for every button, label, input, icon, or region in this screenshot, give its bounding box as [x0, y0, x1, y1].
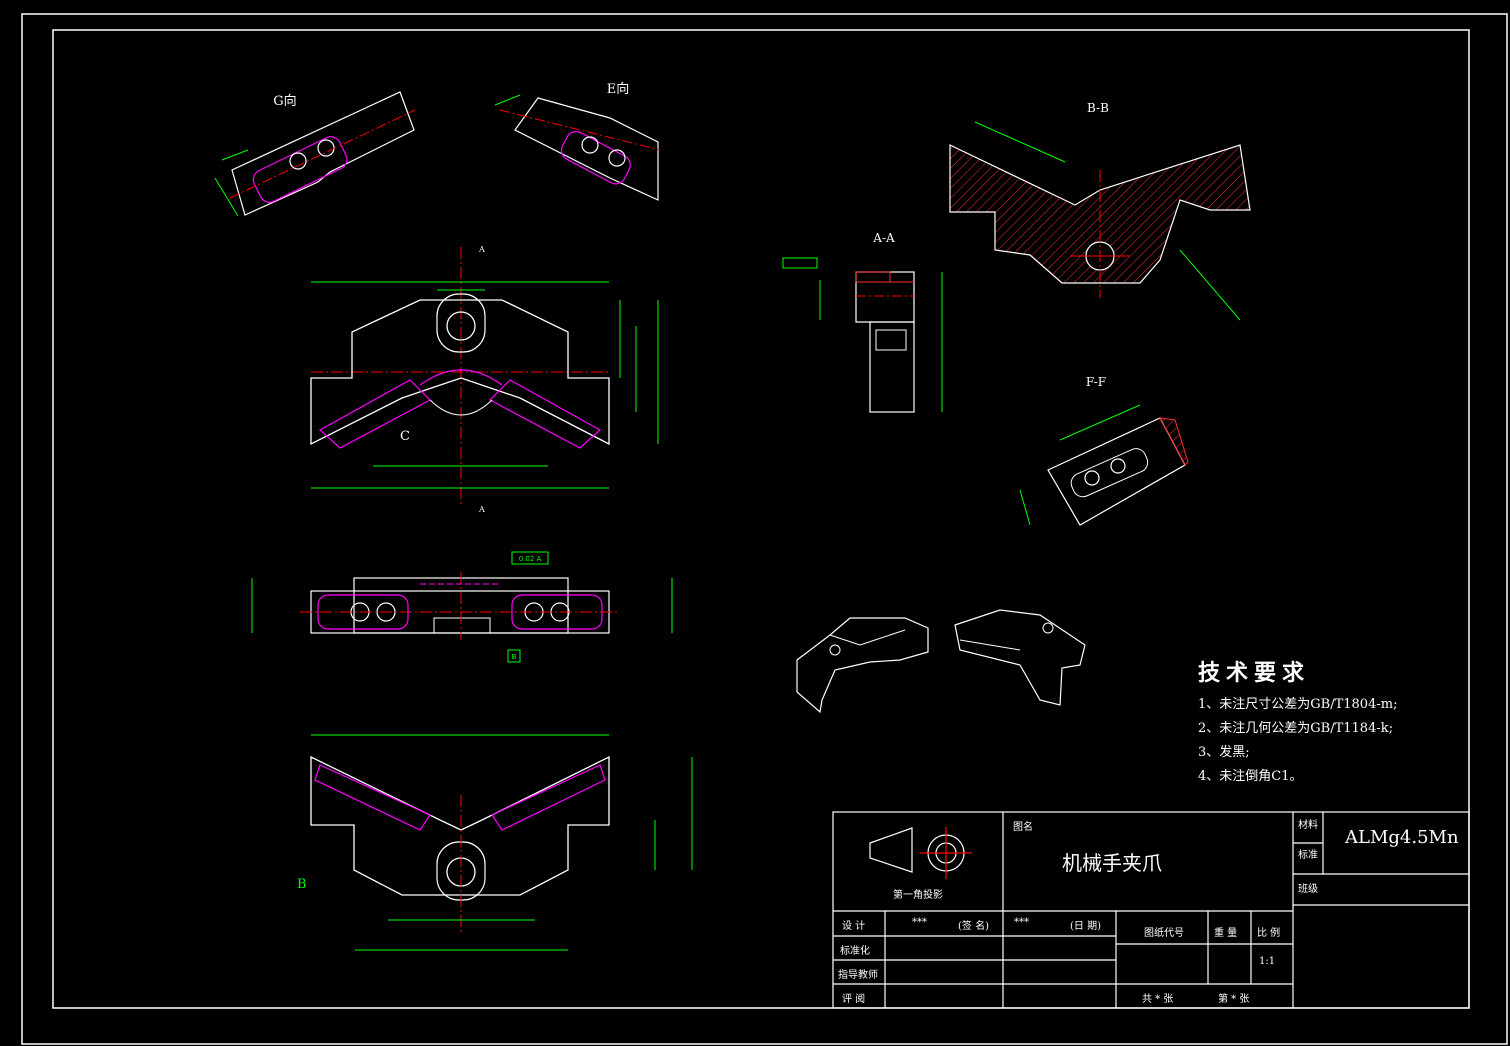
date-value: ***: [1014, 917, 1029, 928]
standardization-label: 标准化: [840, 946, 870, 957]
direction-c-mark: C: [400, 429, 410, 444]
g-view: G向: [214, 91, 416, 217]
e-view: E向: [494, 81, 661, 201]
drawing-code-label: 图纸代号: [1144, 928, 1184, 939]
technical-requirements: 技术要求 1、未注尺寸公差为GB/T1804-m; 2、未注几何公差为GB/T1…: [1198, 655, 1397, 784]
isometric-views: [796, 609, 1086, 714]
drawing-name-label: 图名: [1013, 822, 1033, 833]
main-view: A A C: [310, 245, 659, 514]
instructor-label: 指导教师: [838, 970, 878, 981]
projection-label: 第一角投影: [893, 890, 943, 901]
svg-text:A: A: [478, 245, 485, 254]
weight-label: 重 量: [1214, 928, 1238, 939]
tech-requirement-1: 1、未注尺寸公差为GB/T1804-m;: [1198, 697, 1398, 712]
drawing-frame: [52, 29, 1470, 1009]
scale-value: 1:1: [1259, 956, 1276, 967]
svg-text:A: A: [478, 505, 485, 514]
standard-label: 标准: [1298, 850, 1318, 861]
date-label: (日 期): [1070, 921, 1101, 932]
class-label: 班级: [1298, 884, 1318, 895]
signature-label: (签 名): [958, 921, 989, 932]
tech-requirement-4: 4、未注倒角C1。: [1198, 769, 1303, 784]
sheet-border: [21, 13, 1508, 1045]
tech-requirement-2: 2、未注几何公差为GB/T1184-k;: [1198, 721, 1393, 736]
bottom-view: B: [297, 734, 693, 951]
material-value: ALMg4.5Mn: [1345, 827, 1459, 848]
g-view-label: G向: [273, 93, 296, 109]
ff-section: F-F: [1019, 375, 1189, 526]
design-label: 设 计: [842, 921, 866, 932]
tolerance-frame: 0.02 A: [519, 555, 542, 563]
drawing-name: 机械手夹爪: [1062, 851, 1162, 875]
e-view-label: E向: [607, 81, 630, 97]
ff-section-label: F-F: [1086, 375, 1106, 389]
top-view: 0.02 A B: [251, 551, 673, 663]
bb-section: B-B: [949, 101, 1251, 321]
designer-value: ***: [912, 917, 927, 928]
sheet-number: 第 * 张: [1218, 994, 1250, 1005]
direction-b-mark: B: [297, 877, 307, 892]
aa-section: A-A: [782, 231, 943, 413]
review-label: 评 阅: [842, 994, 866, 1005]
material-label: 材料: [1298, 820, 1318, 831]
aa-section-label: A-A: [872, 231, 895, 245]
sheet-total: 共 * 张: [1142, 994, 1174, 1005]
bb-section-label: B-B: [1087, 101, 1109, 115]
tech-requirement-3: 3、发黑;: [1198, 745, 1250, 760]
scale-label: 比 例: [1257, 928, 1281, 939]
title-block-frame: [832, 811, 1470, 1009]
tech-requirements-heading: 技术要求: [1198, 660, 1311, 686]
svg-text:B: B: [512, 653, 517, 661]
